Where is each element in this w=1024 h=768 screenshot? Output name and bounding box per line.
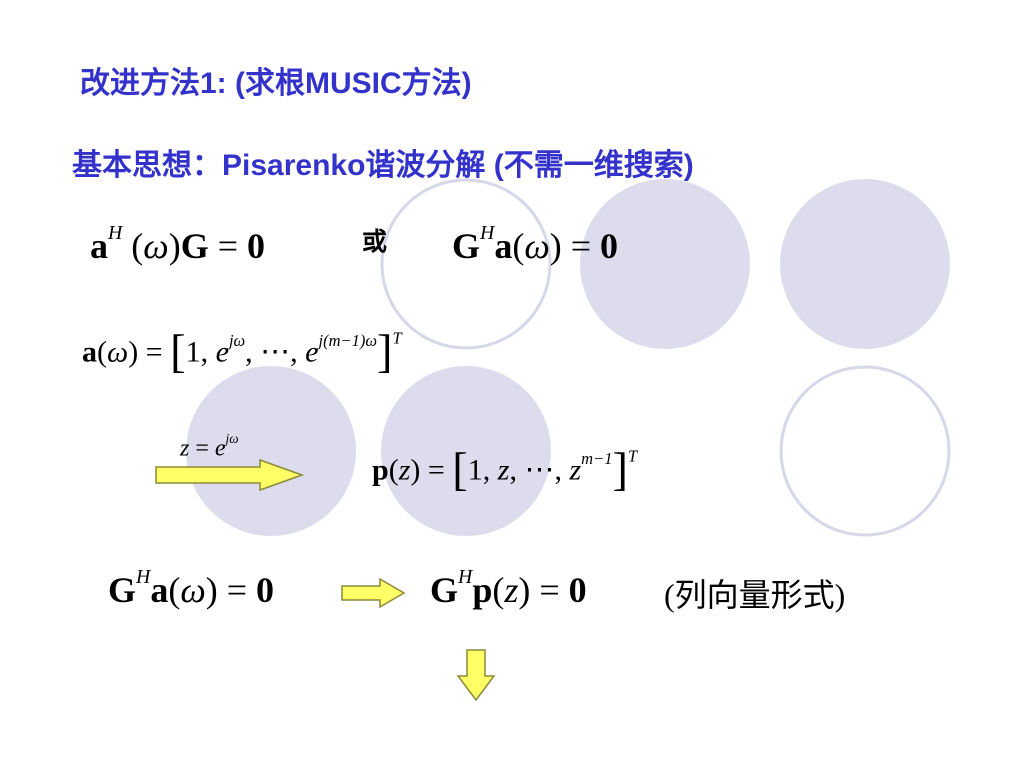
outline-circle-top [380,178,552,350]
equation-GH-a-bottom: GHa(ω) = 0 [108,566,275,610]
equation-steering-vector: a(ω) = [1, ejω, ⋯, ej(m−1)ω]T [82,327,402,378]
arrow-right-icon [155,458,305,492]
hollow-arrow-right-icon [341,577,406,609]
equation-polynomial-vector: p(z) = [1, z, ⋯, zm−1]T [372,445,638,496]
slide-title: 改进方法1: (求根MUSIC方法) [80,67,472,100]
filled-circle-top-middle [580,179,750,349]
arrow-down-icon [456,649,496,702]
filled-circle-top-right [780,179,950,349]
filled-circle-bottom-middle [381,366,551,536]
substitution-label: z = ejω [180,431,239,462]
column-vector-form-label: (列向量形式) [664,577,846,613]
filled-circle-bottom-left [186,366,356,536]
slide-subtitle: 基本思想：Pisarenko谐波分解 (不需一维搜索) [72,149,694,182]
or-label: 或 [362,228,388,256]
outline-circle-bottom-right [779,365,951,537]
equation-GH-a: GHa(ω) = 0 [452,222,619,266]
equation-GH-p: GHp(z) = 0 [430,566,587,610]
equation-aH-G: aH (ω)G = 0 [90,222,266,266]
